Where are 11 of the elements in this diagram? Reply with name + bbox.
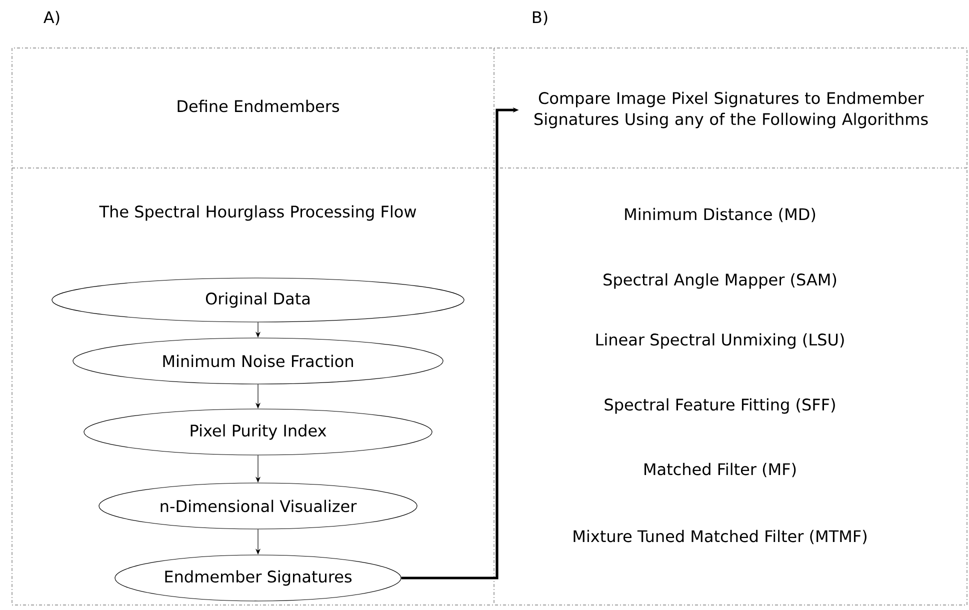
- panel-label: A): [44, 10, 60, 26]
- algorithm-name: Spectral Feature Fitting (SFF): [604, 398, 835, 414]
- cell-heading: Define Endmembers: [178, 100, 340, 112]
- algorithm-name: Matched Filter (MF): [644, 462, 796, 478]
- step-text: Compare Image Pixel Signatures to Endmember Signatures Using any of the Following Algorithms: [534, 92, 928, 128]
- algorithm-name: Spectral Angle Mapper (SAM): [604, 273, 836, 289]
- algorithm-name: Linear Spectral Unmixing (LSU): [596, 333, 844, 349]
- algorithm-name: Mixture Tuned Matched Filter (MTMF): [574, 530, 866, 544]
- algorithm-name: Minimum Distance (MD): [625, 208, 816, 222]
- cell-heading: The Spectral Hourglass Processing Flow: [99, 205, 416, 221]
- panel-label: B): [532, 10, 548, 26]
